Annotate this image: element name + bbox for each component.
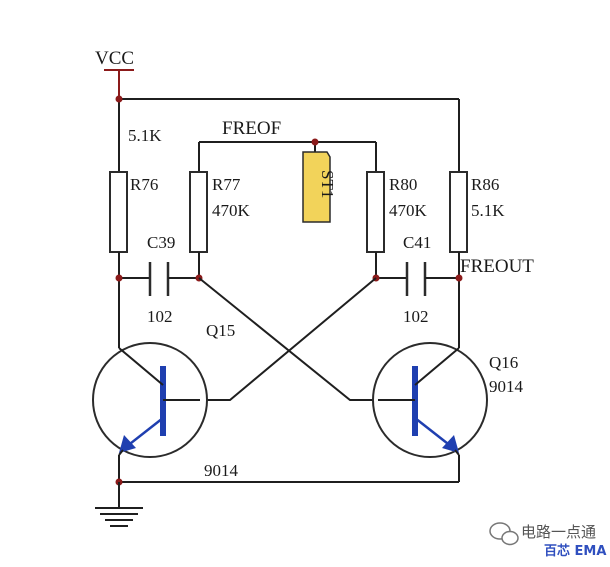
r86-label: R86 [471,175,499,194]
freof-label: FREOF [222,118,281,139]
speaker-st1: ST1 [302,151,337,223]
capacitor-c41 [376,262,459,296]
junction-freof [311,138,319,146]
resistor-r86 [449,171,468,253]
vcc-label: VCC [95,48,134,69]
q16-label: Q16 [489,353,518,372]
q15-label: Q15 [206,321,235,340]
q16-type-label: 9014 [489,377,524,396]
r80-label: R80 [389,175,417,194]
vcc-symbol [104,69,134,99]
r77-label: R77 [212,175,241,194]
r76-value-label: 5.1K [128,126,162,145]
c41-value-label: 102 [403,307,429,326]
c39-label: C39 [147,233,175,252]
wechat-icon [489,522,519,546]
c41-label: C41 [403,233,431,252]
speaker-label: ST1 [318,170,337,198]
junction-left-collector [115,274,123,282]
r86-value-label: 5.1K [471,201,505,220]
watermark-line2: 百芯 EMA [544,543,606,559]
watermark-line1: 电路一点通 [521,523,596,541]
r76-label: R76 [130,175,158,194]
resistor-bottom-wires [118,252,460,348]
ground-rail [118,455,460,483]
top-rail [118,98,460,172]
transistor-q16 [372,342,488,458]
resistor-r80 [366,171,385,253]
junction-vcc [115,95,123,103]
cross-coupling [198,277,378,401]
resistor-r76 [109,171,128,253]
r80-value-label: 470K [389,201,428,220]
freout-label: FREOUT [460,256,534,277]
resistor-r77 [189,171,208,253]
c39-value-label: 102 [147,307,173,326]
watermark: 电路一点通 百芯 EMA [489,522,606,559]
r77-value-label: 470K [212,201,251,220]
junction-right-collector [455,274,463,282]
q15-type-label: 9014 [204,461,239,480]
capacitor-c39 [119,262,199,296]
transistor-q15 [92,342,208,458]
ground-symbol [95,482,143,527]
freof-net [198,141,377,172]
